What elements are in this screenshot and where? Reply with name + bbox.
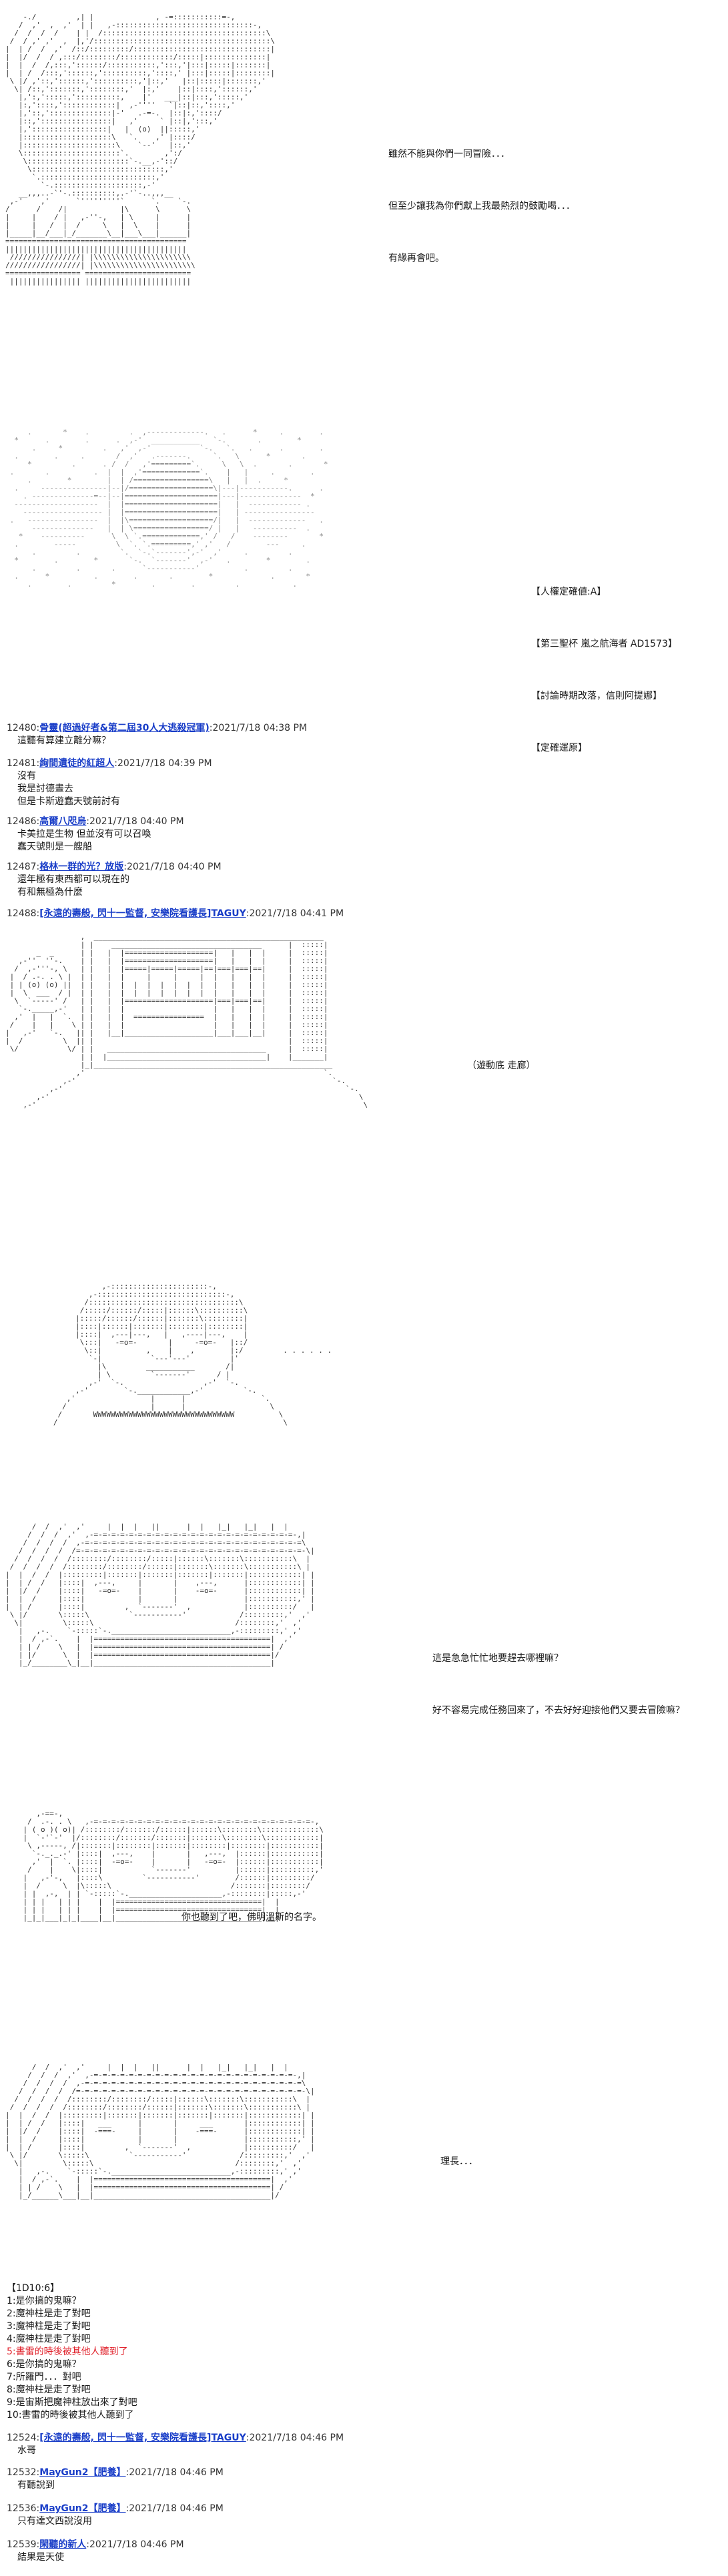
- post-author-link[interactable]: 格林一群的光？放版: [39, 862, 124, 872]
- ascii-art-scene-4: ,-::::::::::::::::::::::-, ,-:::::::::::…: [40, 1275, 387, 1475]
- post-block-12480: 12480:骨靈(超過好者&第二屆30人大逃殺冠軍):2021/7/18 04:…: [7, 722, 307, 747]
- dice-option: 2:魔神柱是走了對吧: [7, 2308, 91, 2319]
- dice-option: 1:是你搞的鬼嘛？: [7, 2296, 81, 2306]
- info-line: 【人權定確値:A】: [531, 587, 607, 597]
- dialogue-line: 但至少讓我為你們獻上我最熱烈的鼓勵喝．．．: [388, 201, 575, 212]
- post-block-12539: 12539:閑聽的新人:2021/7/18 04:46 PM 結果是天使: [7, 2539, 184, 2564]
- post-body-line: 有和無極為什麼: [17, 887, 83, 898]
- post-date: :2021/7/18 04:39 PM: [114, 758, 212, 769]
- ascii-art-glyphs: . * . . ,-------------. . * . . * . . . …: [9, 428, 328, 589]
- post-body-line: 水哥: [17, 2445, 36, 2456]
- post-author-link[interactable]: 閑聽的新人: [39, 2539, 87, 2550]
- ascii-art-scene-7: / / ,' ,' | | | || | | |_| |_| | | / / /…: [5, 2055, 392, 2269]
- post-block-12487: 12487:格林一群的光？放版:2021/7/18 04:40 PM 還年極有東…: [7, 861, 222, 899]
- ascii-art-scene-1: -./ ,| | , -=:::::::::::=-, / ,' , ,' | …: [5, 5, 379, 379]
- post-date: :2021/7/18 04:46 PM: [125, 2503, 224, 2514]
- ascii-art-glyphs: ,-==-, / .-. . \ ,-=-=-=-=-=-=-=-=-=-=-=…: [23, 1809, 324, 1922]
- dice-option: 3:魔神柱是走了對吧: [7, 2321, 91, 2332]
- ascii-art-glyphs: ,-::::::::::::::::::::::-, ,-:::::::::::…: [53, 1282, 332, 1427]
- post-number: 12481:: [7, 758, 40, 769]
- ascii-art-scene-2: . * . . ,-------------. . * . . * . . . …: [5, 420, 512, 701]
- post-number: 12487:: [7, 862, 40, 872]
- post-body-line: 但是卡斯遊蠢天號前討有: [17, 796, 120, 807]
- post-author-link[interactable]: MayGun2【肥養】: [39, 2467, 126, 2478]
- info-line: 【討論時期改落，信則阿提娜】: [531, 691, 662, 701]
- post-body-line: 我是討德晝去: [17, 783, 73, 794]
- dice-option: 6:是你搞的鬼嘛？: [7, 2359, 81, 2370]
- post-body-line: 還年極有東西都可以現在的: [17, 874, 129, 885]
- ascii-art-glyphs: / / ,' ,' | | | || | | |_| |_| | | / / /…: [5, 2063, 315, 2200]
- post-number: 12524:: [7, 2433, 40, 2443]
- ascii-art-scene-6: ,-==-, / .-. . \ ,-=-=-=-=-=-=-=-=-=-=-=…: [5, 1802, 386, 2022]
- post-author-link[interactable]: 高爾八咫烏: [39, 816, 87, 827]
- dialogue-line: 雖然不能與你們一同冒險．．．: [388, 149, 510, 159]
- post-number: 12486:: [7, 816, 40, 827]
- dice-option: 8:魔神柱是走了對吧: [7, 2384, 91, 2395]
- ascii-art-scene-5: / / ,' ,' | | | || | | |_| |_| | | / / /…: [5, 1515, 392, 1735]
- post-author-link[interactable]: 骨靈(超過好者&第二屆30人大逃殺冠軍): [39, 723, 210, 733]
- scene-3-caption: （遊動底 走廊）: [467, 1060, 536, 1071]
- dice-option: 9:是宙斯把魔神柱放出來了對吧: [7, 2397, 137, 2408]
- post-block-12486: 12486:高爾八咫烏:2021/7/18 04:40 PM 卡美拉是生物 但並…: [7, 816, 184, 854]
- dialogue-line: 這是急急忙忙地要趕去哪裡嘛？: [432, 1653, 563, 1664]
- post-number: 12536:: [7, 2503, 40, 2514]
- post-body-line: 卡美拉是生物 但並沒有可以召喚: [17, 829, 151, 840]
- post-block-12524: 12524:[永遠的壽般, 閃十一監督, 安樂院看護長]TAGUY:2021/7…: [7, 2432, 344, 2457]
- scene-1-dialogue: 雖然不能與你們一同冒險．．． 但至少讓我為你們獻上我最熱烈的鼓勵喝．．． 有緣再…: [388, 111, 575, 284]
- post-author-link[interactable]: [永遠的壽般, 閃十一監督, 安樂院看護長]TAGUY: [39, 908, 246, 919]
- post-number: 12480:: [7, 723, 40, 733]
- post-number: 12488:: [7, 908, 40, 919]
- post-body-line: 結果是天使: [17, 2552, 64, 2563]
- scene-7-dialogue: 理長．．．: [440, 2156, 478, 2167]
- post-date: :2021/7/18 04:41 PM: [246, 908, 344, 919]
- scene-2-info: 【人權定確値:A】 【第三聖杯 嵐之航海者 AD1573】 【討論時期改落，信則…: [531, 549, 677, 774]
- scene-6-dialogue: 你也聽到了吧，佛明溫斯的名字。: [181, 1912, 322, 1923]
- post-block-12481: 12481:絢間遺徒的紅超人:2021/7/18 04:39 PM 沒有 我是討…: [7, 757, 212, 808]
- dice-option: 7:所羅門．．．對吧: [7, 2372, 81, 2382]
- post-number: 12532:: [7, 2467, 40, 2478]
- post-author-link[interactable]: 絢間遺徒的紅超人: [39, 758, 115, 769]
- post-date: :2021/7/18 04:38 PM: [209, 723, 308, 733]
- ascii-art-glyphs: , ______________________________________…: [5, 932, 368, 1109]
- post-body-line: 沒有: [17, 771, 36, 781]
- post-body-line: 蠢天號則是一艘船: [17, 842, 92, 852]
- post-block-12536: 12536:MayGun2【肥養】:2021/7/18 04:46 PM 只有達…: [7, 2503, 224, 2528]
- post-body-line: 這聽有算建立離分嘛？: [17, 735, 111, 746]
- dice-header: 【1D10:6】: [7, 2283, 60, 2294]
- dice-result-list: 【1D10:6】 1:是你搞的鬼嘛？ 2:魔神柱是走了對吧 3:魔神柱是走了對吧…: [7, 2282, 137, 2422]
- post-number: 12539:: [7, 2539, 40, 2550]
- info-line: 【定確運原】: [531, 743, 587, 753]
- dice-option: 4:魔神柱是走了對吧: [7, 2334, 91, 2344]
- post-body-line: 有聽說到: [17, 2480, 55, 2491]
- ascii-art-glyphs: / / ,' ,' | | | || | | |_| |_| | | / / /…: [5, 1522, 315, 1667]
- ascii-art-scene-3: , ______________________________________…: [5, 925, 446, 1232]
- dialogue-line: 好不容易完成任務回來了，不去好好迎接他們又要去冒險嘛？: [432, 1705, 685, 1716]
- scene-5-dialogue: 這是急急忙忙地要趕去哪裡嘛？ 好不容易完成任務回來了，不去好好迎接他們又要去冒險…: [432, 1615, 685, 1736]
- post-author-link[interactable]: MayGun2【肥養】: [39, 2503, 126, 2514]
- post-block-12488: 12488:[永遠的壽般, 閃十一監督, 安樂院看護長]TAGUY:2021/7…: [7, 908, 344, 920]
- post-author-link[interactable]: [永遠的壽般, 閃十一監督, 安樂院看護長]TAGUY: [39, 2433, 246, 2443]
- post-date: :2021/7/18 04:40 PM: [123, 862, 222, 872]
- dialogue-line: 有緣再會吧。: [388, 253, 444, 264]
- dice-option-selected: 5:書雷的時後被其他人聽到了: [7, 2346, 128, 2357]
- dice-option: 10:書雷的時後被其他人聽到了: [7, 2410, 134, 2421]
- post-date: :2021/7/18 04:46 PM: [246, 2433, 344, 2443]
- info-line: 【第三聖杯 嵐之航海者 AD1573】: [531, 639, 677, 649]
- post-block-12532: 12532:MayGun2【肥養】:2021/7/18 04:46 PM 有聽說…: [7, 2467, 224, 2492]
- post-date: :2021/7/18 04:40 PM: [86, 816, 184, 827]
- post-date: :2021/7/18 04:46 PM: [86, 2539, 184, 2550]
- post-date: :2021/7/18 04:46 PM: [125, 2467, 224, 2478]
- post-body-line: 只有達文西說沒用: [17, 2516, 92, 2527]
- ascii-art-glyphs: -./ ,| | , -=:::::::::::=-, / ,' , ,' | …: [5, 13, 275, 286]
